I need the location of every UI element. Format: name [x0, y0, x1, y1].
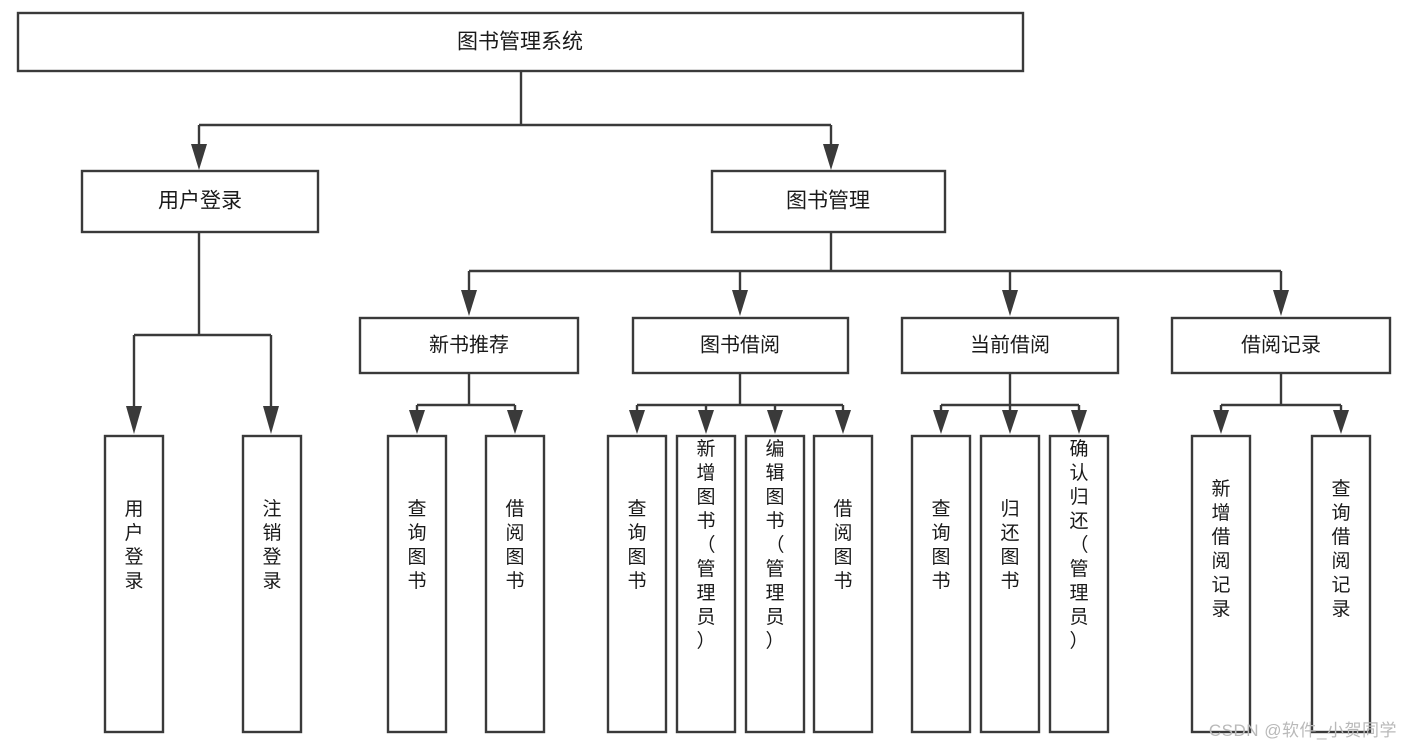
- node-borrow-record-label: 借阅记录: [1241, 333, 1321, 356]
- node-new-book-recommend-label: 新书推荐: [429, 333, 509, 356]
- node-current-borrow-box[interactable]: [900, 316, 1120, 375]
- leaf-node[interactable]: 编辑图书（管理员）: [744, 434, 806, 734]
- leaf-user-login-0-box[interactable]: [103, 434, 165, 734]
- node-user-login-box[interactable]: [80, 169, 320, 234]
- arrow-head-l3-3: [1273, 290, 1289, 316]
- leaf-user-login-1-box[interactable]: [241, 434, 303, 734]
- arrow-head-user-login: [191, 144, 207, 170]
- leaf-borrow-record-0-label: 新增借阅记录: [1211, 478, 1230, 620]
- leaf-current-borrow-1-label: 归还图书: [1000, 498, 1019, 592]
- leaf-book-borrow-3-label: 借阅图书: [833, 498, 852, 592]
- node-book-borrow-label: 图书借阅: [700, 333, 780, 356]
- arrow-head-borrow-record-leaf-0: [1213, 410, 1229, 434]
- leaf-user-login-0-label: 用户登录: [124, 499, 143, 592]
- leaf-current-borrow-0-label: 查询图书: [931, 498, 950, 592]
- node-book-manage[interactable]: 图书管理: [710, 169, 947, 234]
- connector-group-book-manage: [461, 232, 1289, 316]
- connector-group-current-borrow: [933, 373, 1087, 434]
- leaf-node[interactable]: 用户登录: [103, 434, 165, 734]
- node-current-borrow[interactable]: 当前借阅: [900, 316, 1120, 375]
- node-user-login-label: 用户登录: [158, 190, 242, 213]
- arrow-head-current-borrow-leaf-2: [1071, 410, 1087, 434]
- connector-group-book-borrow: [629, 373, 851, 434]
- leaf-book-borrow-3-box[interactable]: [812, 434, 874, 734]
- arrow-head-book-borrow-leaf-3: [835, 410, 851, 434]
- leaf-new-book-0-label: 查询图书: [407, 498, 426, 592]
- node-borrow-record[interactable]: 借阅记录: [1170, 316, 1392, 375]
- leaf-node[interactable]: 查询图书: [386, 434, 448, 734]
- node-new-book-recommend-box[interactable]: [358, 316, 580, 375]
- arrow-head-current-borrow-leaf-1: [1002, 410, 1018, 434]
- leaf-node[interactable]: 借阅图书: [484, 434, 546, 734]
- arrow-head-l3-0: [461, 290, 477, 316]
- arrow-head-borrow-record-leaf-1: [1333, 410, 1349, 434]
- node-book-manage-box[interactable]: [710, 169, 947, 234]
- csdn-watermark: CSDN @软件_小贺同学: [1208, 721, 1397, 740]
- leaf-book-borrow-1-label: 新增图书（管理员）: [696, 438, 715, 652]
- node-root-box[interactable]: [16, 11, 1025, 73]
- leaf-current-borrow-2-label: 确认归还（管理员）: [1069, 438, 1088, 652]
- leaf-book-borrow-2-label: 编辑图书（管理员）: [765, 438, 784, 652]
- leaf-node[interactable]: 归还图书: [979, 434, 1041, 734]
- arrow-head-current-borrow-leaf-0: [933, 410, 949, 434]
- node-current-borrow-label: 当前借阅: [970, 333, 1050, 356]
- connector-group-root: [191, 71, 839, 170]
- leaf-current-borrow-1-box[interactable]: [979, 434, 1041, 734]
- node-new-book-recommend[interactable]: 新书推荐: [358, 316, 580, 375]
- arrow-head-user-login-leaf-1: [263, 406, 279, 434]
- leaf-current-borrow-2-box[interactable]: [1048, 434, 1110, 734]
- arrow-head-book-borrow-leaf-1: [698, 410, 714, 434]
- leaf-new-book-1-box[interactable]: [484, 434, 546, 734]
- node-book-borrow[interactable]: 图书借阅: [631, 316, 850, 375]
- node-user-login[interactable]: 用户登录: [80, 169, 320, 234]
- leaf-user-login-1-label: 注销登录: [262, 498, 281, 592]
- leaf-node[interactable]: 借阅图书: [812, 434, 874, 734]
- arrow-head-book-manage: [823, 144, 839, 170]
- leaf-new-book-0-box[interactable]: [386, 434, 448, 734]
- arrow-head-new-book-leaf-0: [409, 410, 425, 434]
- arrow-head-l3-1: [732, 290, 748, 316]
- leaf-new-book-1-label: 借阅图书: [505, 498, 524, 592]
- leaf-borrow-record-1-box[interactable]: [1310, 434, 1372, 734]
- arrow-head-book-borrow-leaf-0: [629, 410, 645, 434]
- node-root-label: 图书管理系统: [457, 31, 583, 54]
- leaf-node[interactable]: 确认归还（管理员）: [1048, 434, 1110, 734]
- leaf-book-borrow-1-box[interactable]: [675, 434, 737, 734]
- node-book-borrow-box[interactable]: [631, 316, 850, 375]
- leaf-node[interactable]: 查询图书: [606, 434, 668, 734]
- leaf-node[interactable]: 查询图书: [910, 434, 972, 734]
- leaf-book-borrow-0-label: 查询图书: [627, 498, 646, 592]
- leaf-current-borrow-0-box[interactable]: [910, 434, 972, 734]
- connector-group-new-book: [409, 373, 523, 434]
- connector-group-user-login: [126, 232, 279, 434]
- leaf-node[interactable]: 新增借阅记录: [1190, 434, 1252, 734]
- leaf-node[interactable]: 注销登录: [241, 434, 303, 734]
- arrow-head-book-borrow-leaf-2: [767, 410, 783, 434]
- node-root[interactable]: 图书管理系统: [16, 11, 1025, 73]
- leaf-node[interactable]: 查询借阅记录: [1310, 434, 1372, 734]
- arrow-head-user-login-leaf-0: [126, 406, 142, 434]
- leaf-borrow-record-0-box[interactable]: [1190, 434, 1252, 734]
- node-borrow-record-box[interactable]: [1170, 316, 1392, 375]
- connector-group-borrow-record: [1213, 373, 1349, 434]
- arrow-head-l3-2: [1002, 290, 1018, 316]
- arrow-head-new-book-leaf-1: [507, 410, 523, 434]
- leaf-borrow-record-1-label: 查询借阅记录: [1331, 478, 1350, 620]
- leaf-book-borrow-0-box[interactable]: [606, 434, 668, 734]
- leaf-node[interactable]: 新增图书（管理员）: [675, 434, 737, 734]
- leaf-book-borrow-2-box[interactable]: [744, 434, 806, 734]
- node-book-manage-label: 图书管理: [786, 190, 870, 213]
